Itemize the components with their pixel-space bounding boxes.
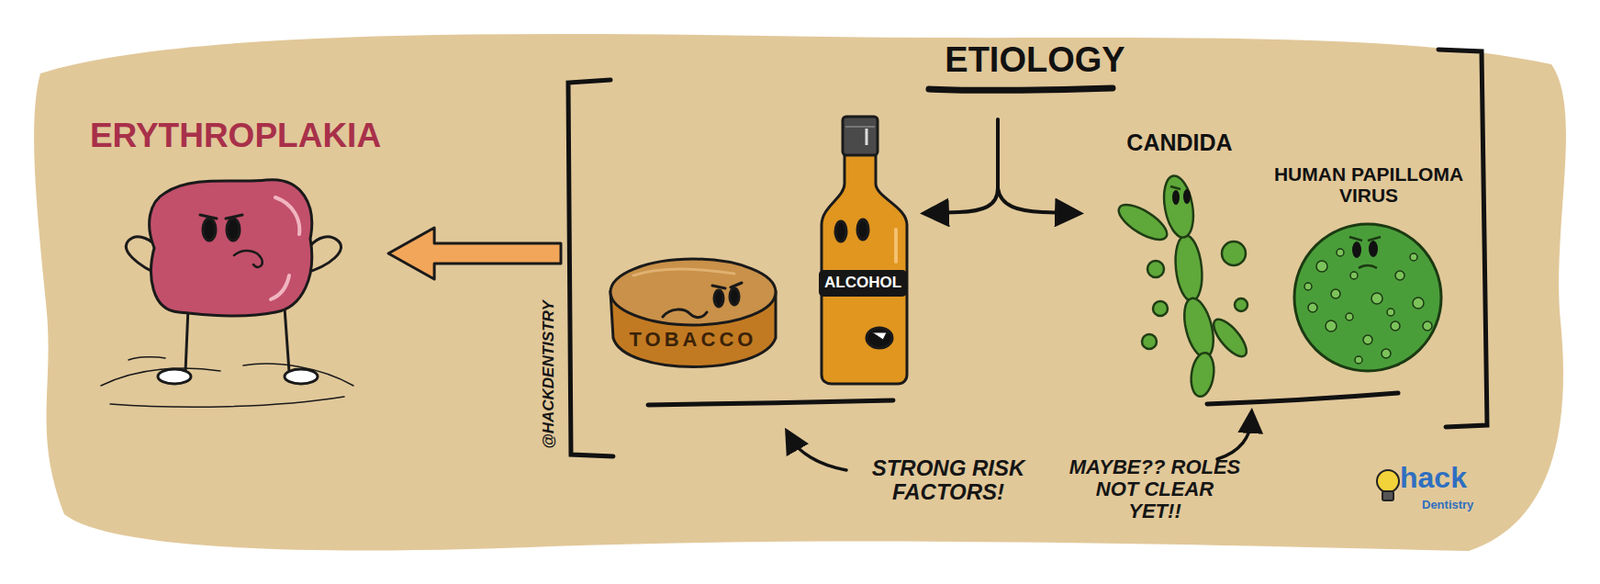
note-text: MAYBE?? ROLES NOT CLEAR YET!! xyxy=(1067,456,1242,524)
alcohol-node: ALCOHOL xyxy=(815,110,911,386)
alcohol-bottle xyxy=(821,116,907,384)
candida-figure xyxy=(1113,173,1253,399)
logo-text: hack xyxy=(1399,461,1467,494)
etiology-group: ETIOLOGY TOBACCO ALCOHOL CANDIDA HUMAN PAPIL… xyxy=(564,27,1506,482)
logo-bulb xyxy=(1376,469,1399,501)
watermark: @HACKDENTISTRY xyxy=(540,300,559,449)
bracket xyxy=(568,49,1488,457)
tobacco-node: TOBACCO xyxy=(607,266,779,377)
background-blob xyxy=(33,33,1567,551)
node-label: HUMAN PAPILLOMA VIRUS xyxy=(1255,163,1482,206)
fork-arrow xyxy=(928,88,1113,213)
lesion-node: ERYTHROPLAKIA xyxy=(86,117,385,403)
hpv-figure xyxy=(1294,223,1442,371)
node-label: TOBACCO xyxy=(629,328,758,351)
logo-text: Dentistry xyxy=(1421,498,1474,512)
candida-node: CANDIDA xyxy=(1106,130,1254,397)
node-label: CANDIDA xyxy=(1126,130,1232,157)
node-label: ALCOHOL xyxy=(818,269,907,297)
note-text: STRONG RISK FACTORS! xyxy=(851,456,1045,505)
erythroplakia-figure xyxy=(100,179,354,408)
hpv-node: HUMAN PAPILLOMA VIRUS xyxy=(1252,161,1486,375)
node-label: ERYTHROPLAKIA xyxy=(89,117,381,156)
tobacco-tin xyxy=(610,258,776,368)
node-label: ETIOLOGY xyxy=(944,41,1125,80)
block-arrow xyxy=(388,227,561,280)
